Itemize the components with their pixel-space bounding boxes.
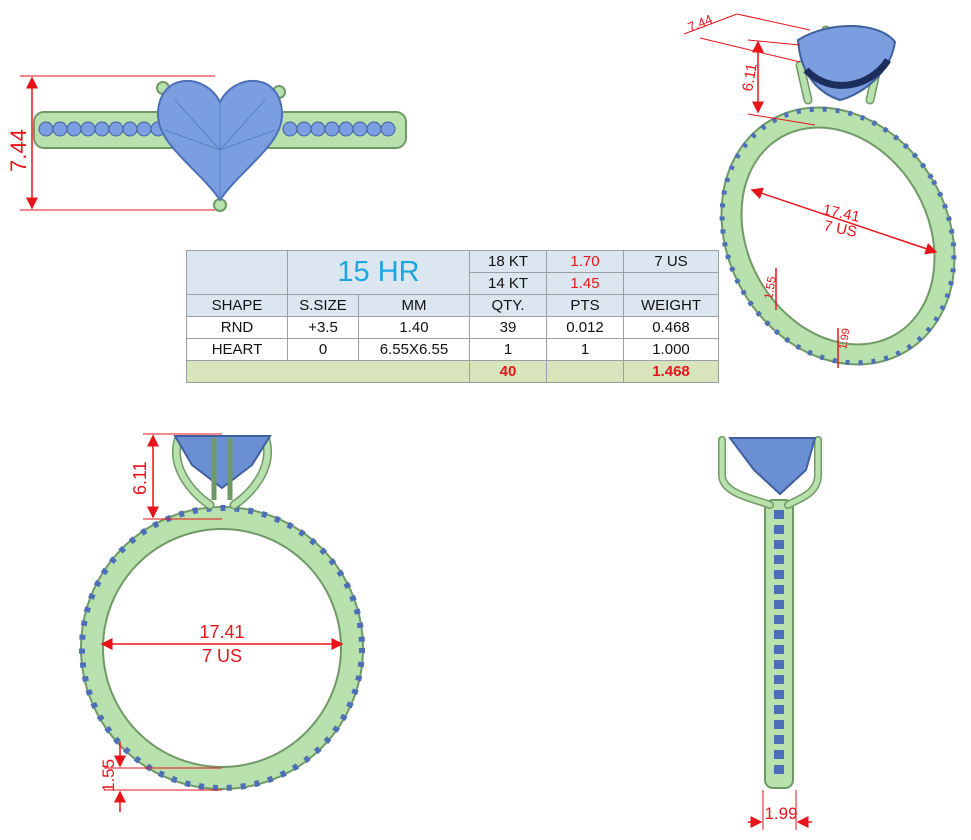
dimension-iso-setting-height: 6.11 xyxy=(739,62,761,93)
metal-weight-14: 1.45 xyxy=(546,272,624,295)
heart-stone-iso xyxy=(796,24,897,102)
metal-karat-14: 14 KT xyxy=(469,272,547,295)
dimension-ring-size: 7 US xyxy=(202,646,242,666)
total-weight: 1.468 xyxy=(623,360,719,383)
spec-table: 15 HR 18 KT 1.70 7 US 14 KT 1.45 SHAPE S… xyxy=(186,250,719,383)
pave-stones-front xyxy=(79,505,365,791)
header-shape: SHAPE xyxy=(186,294,288,317)
header-pts: PTS xyxy=(546,294,624,317)
total-row: 40 1.468 xyxy=(186,360,719,383)
model-name: 15 HR xyxy=(287,250,470,295)
table-row: RND +3.5 1.40 39 0.012 0.468 xyxy=(186,316,719,339)
ring-size-blank xyxy=(623,272,719,295)
dimension-iso-top-width: 7.44 xyxy=(686,11,715,34)
heart-stone-side xyxy=(728,437,817,496)
ring-size: 7 US xyxy=(623,250,719,273)
band-front-view xyxy=(82,508,362,788)
header-weight: WEIGHT xyxy=(623,294,719,317)
iso-view: 7.44 6.11 17.41 7 US 1.55 1.99 xyxy=(683,11,957,368)
metal-weight-18: 1.70 xyxy=(546,250,624,273)
heart-stone-front xyxy=(173,435,272,490)
dimension-iso-ring-size: 7 US xyxy=(822,217,858,241)
dimension-setting-height: 6.11 xyxy=(130,461,150,495)
total-qty: 40 xyxy=(469,360,547,383)
pave-stones-iso xyxy=(719,106,957,366)
spec-blank-cell xyxy=(186,250,288,295)
dimension-inner-diameter: 17.41 xyxy=(199,622,244,642)
header-s-size: S.SIZE xyxy=(287,294,359,317)
band-side-view xyxy=(764,499,794,789)
dimension-top-height: 7.44 xyxy=(6,129,31,172)
side-view: 1.99 xyxy=(718,436,822,830)
table-row: HEART 0 6.55X6.55 1 1 1.000 xyxy=(186,338,719,361)
pave-stones-top xyxy=(38,121,396,137)
dimension-shank-width: 1.99 xyxy=(764,804,797,823)
dimension-iso-shank-width: 1.99 xyxy=(837,327,853,350)
metal-karat-18: 18 KT xyxy=(469,250,547,273)
dimension-iso-shank-thickness: 1.55 xyxy=(761,275,779,301)
header-qty: QTY. xyxy=(469,294,547,317)
header-mm: MM xyxy=(358,294,470,317)
dimension-shank-thickness: 1.55 xyxy=(99,759,118,792)
band-iso-view xyxy=(722,108,954,364)
front-view: 6.11 17.41 7 US 1.55 xyxy=(79,433,365,812)
top-view: 7.44 xyxy=(6,75,407,212)
